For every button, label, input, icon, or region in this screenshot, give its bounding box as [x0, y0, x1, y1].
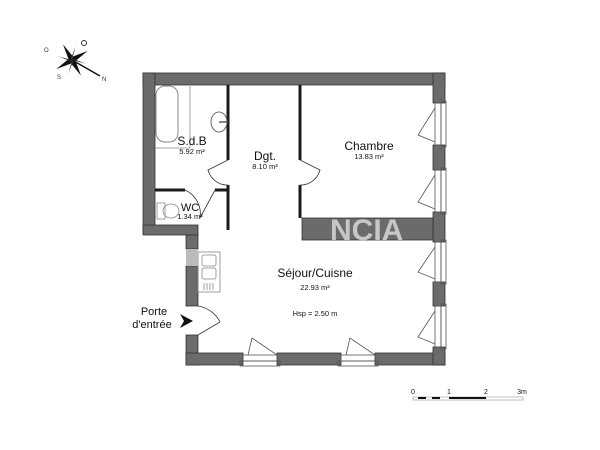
exterior-walls — [142, 72, 446, 366]
compass-label-o: O — [44, 48, 49, 54]
compass-label-s: S — [57, 75, 61, 81]
bathtub-icon — [155, 85, 179, 143]
compass-label-n: N — [102, 77, 106, 83]
entrance-label-line1: Porte — [141, 306, 167, 318]
scale-tick-0: 0 — [411, 389, 415, 396]
room-label-dgt: Dgt. — [254, 149, 276, 163]
room-area-dgt: 8.10 m² — [252, 162, 278, 171]
room-area-chambre: 13.83 m² — [354, 152, 384, 161]
compass-rose-icon: O S N — [44, 40, 106, 83]
entrance-arrow-icon — [180, 314, 193, 328]
room-label-sdb: S.d.B — [177, 134, 206, 148]
window-bottom-2[interactable] — [337, 337, 379, 367]
toilet-icon — [156, 202, 166, 220]
scale-tick-1: 1 — [447, 389, 451, 396]
entrance-door[interactable] — [197, 305, 221, 336]
window-right-2[interactable] — [417, 167, 447, 215]
watermark: NCIA — [330, 214, 403, 247]
room-area-wc: 1.34 m² — [177, 212, 203, 221]
window-right-1[interactable] — [417, 100, 447, 148]
room-area-sdb: 5.92 m² — [179, 147, 205, 156]
scale-bar: 0 1 2 3m — [411, 389, 527, 401]
window-bottom-1[interactable] — [239, 337, 281, 367]
door-chambre[interactable] — [299, 159, 321, 186]
scale-tick-2: 2 — [484, 389, 488, 396]
door-wc[interactable] — [184, 189, 216, 219]
window-right-4[interactable] — [417, 303, 447, 350]
scale-tick-3: 3m — [517, 389, 527, 396]
window-right-3[interactable] — [417, 239, 447, 285]
room-area-sejour: 22.93 m² — [300, 283, 330, 292]
entrance-label-line2: d'entrée — [132, 319, 171, 331]
door-sdb[interactable] — [207, 159, 229, 186]
room-label-chambre: Chambre — [344, 139, 394, 153]
kitchen-sink-icon — [197, 251, 221, 293]
room-label-wc: WC — [181, 202, 199, 214]
ceiling-height: Hsp = 2.50 m — [293, 309, 338, 318]
interior-walls — [155, 85, 302, 230]
room-label-sejour: Séjour/Cuisne — [277, 266, 353, 280]
